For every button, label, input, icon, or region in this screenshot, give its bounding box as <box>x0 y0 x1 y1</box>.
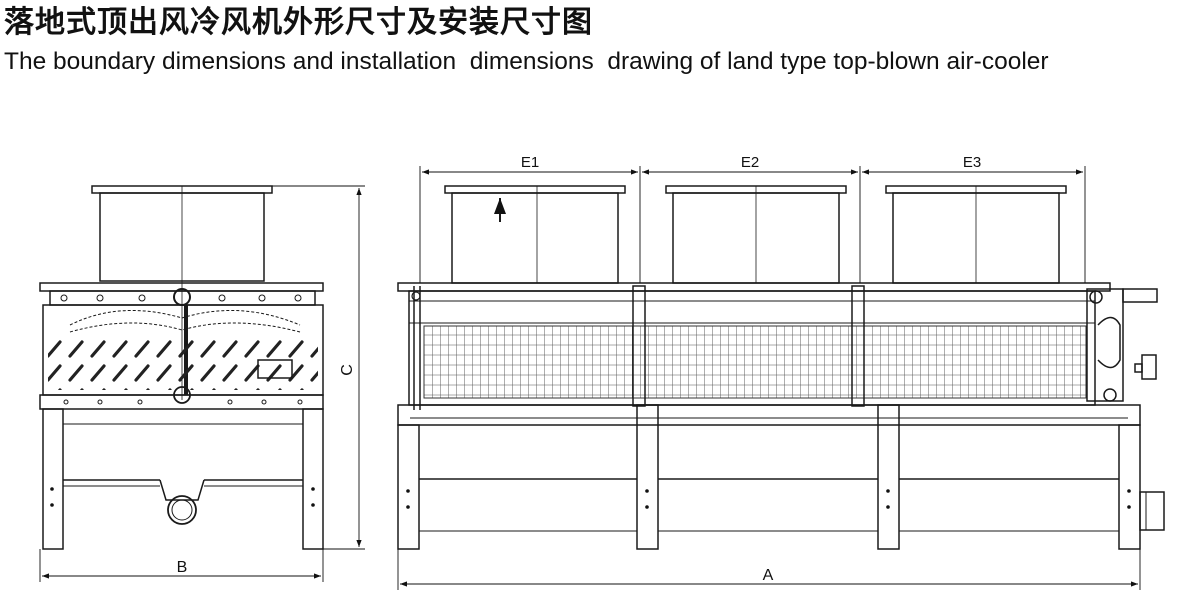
dimension-label-b: B <box>177 559 188 576</box>
side-view <box>39 185 324 550</box>
dimension-label-e2: E2 <box>741 154 759 171</box>
dimension-label-a: A <box>763 567 774 584</box>
front-view <box>397 185 1165 550</box>
dimension-b <box>39 549 324 582</box>
dimension-label-e1: E1 <box>521 154 539 171</box>
title-english: The boundary dimensions and installation… <box>4 48 1049 75</box>
dimension-c <box>272 185 365 550</box>
dimension-a <box>397 549 1141 590</box>
dimension-label-e3: E3 <box>963 154 981 171</box>
dimension-e <box>419 166 1086 283</box>
title-chinese: 落地式顶出风冷风机外形尺寸及安装尺寸图 <box>4 5 593 40</box>
dimension-label-c: C <box>339 364 356 376</box>
